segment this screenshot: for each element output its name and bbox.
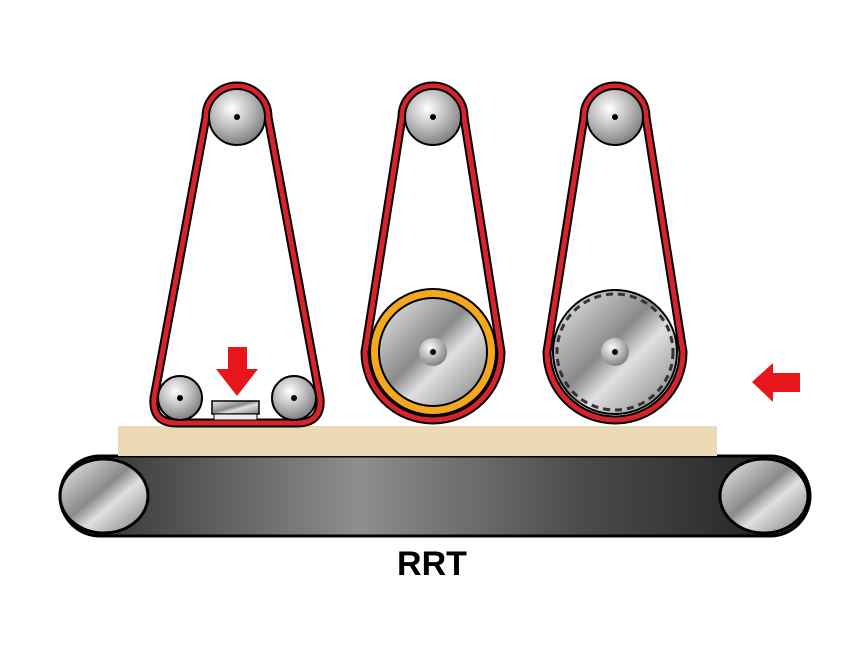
steel-roller-unit <box>542 81 688 425</box>
conveyor <box>58 454 812 538</box>
sanding-belt <box>362 83 504 423</box>
platen-unit <box>149 81 325 428</box>
platen <box>211 400 260 415</box>
workpiece-board <box>118 426 717 456</box>
diagram-label: RRT <box>397 545 467 583</box>
rubber-roller-unit <box>360 81 506 425</box>
feed-direction-arrow-icon <box>752 363 800 402</box>
pressure-arrow-icon <box>216 347 258 396</box>
conveyor-roller-left <box>58 457 150 535</box>
sanding-belt <box>544 83 686 423</box>
conveyor-belt <box>58 454 812 538</box>
conveyor-roller-right <box>718 457 810 535</box>
